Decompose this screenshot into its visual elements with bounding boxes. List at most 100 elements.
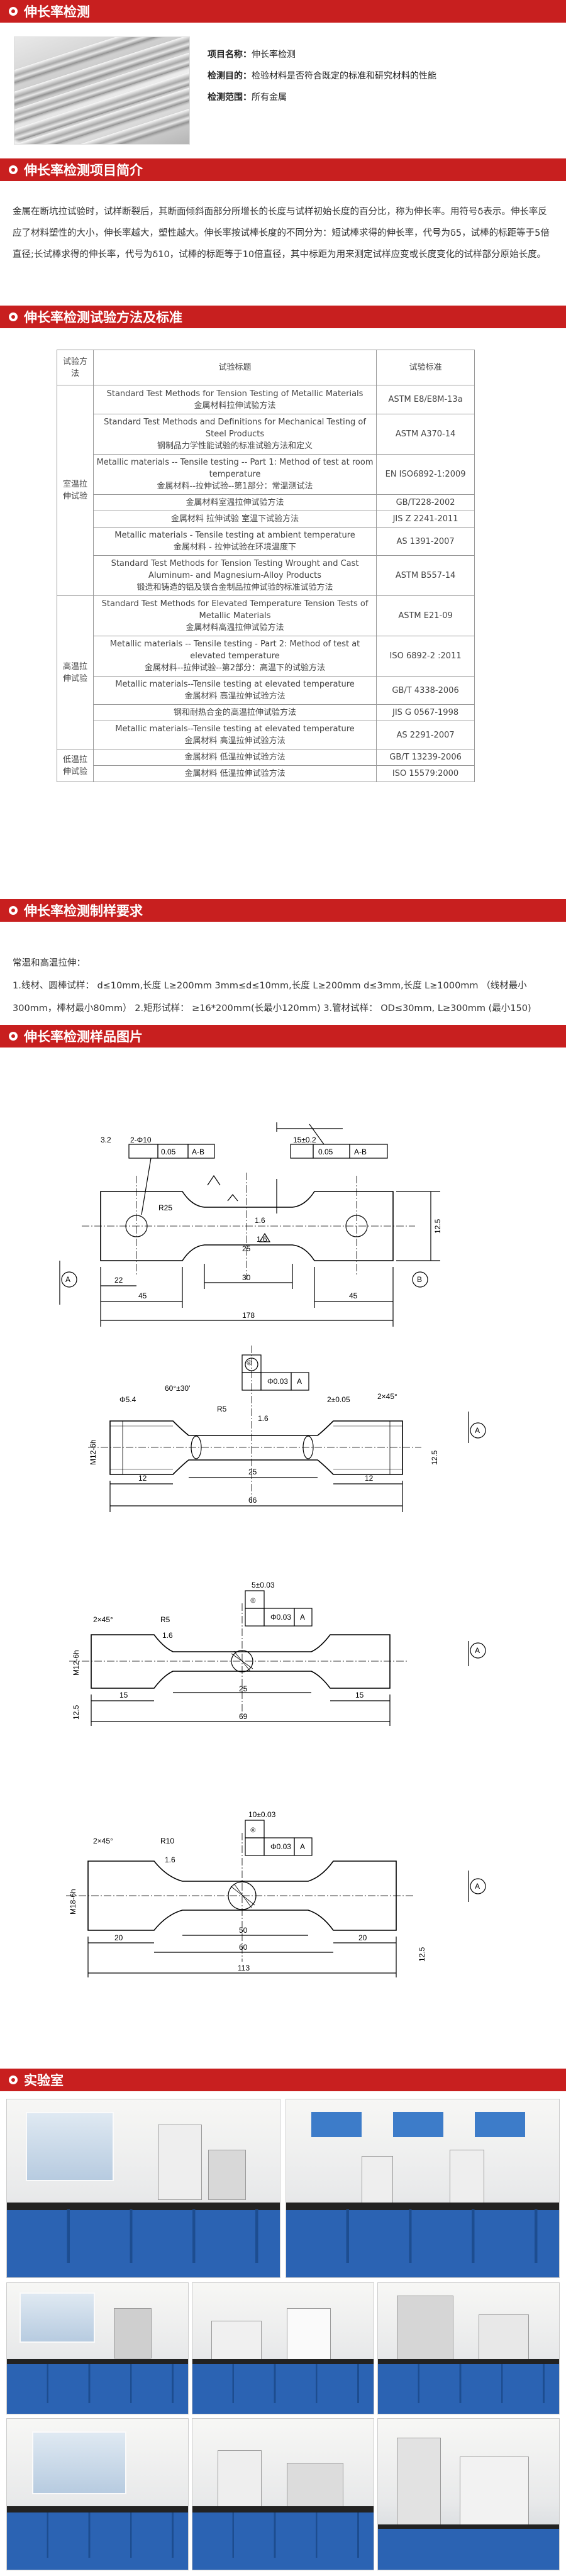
svg-text:20: 20 [114,1933,123,1942]
standard-cell: AS 2291-2007 [376,721,475,749]
section-header-elongation-test: 伸长率检测 [0,0,566,23]
svg-text:Φ5.4: Φ5.4 [119,1395,136,1404]
product-image-metal-rods [14,36,190,145]
title-en: Metallic materials - Tensile testing at … [114,531,355,540]
svg-text:◎: ◎ [250,1827,256,1833]
bullet-icon [9,906,18,915]
drawing-threaded-specimen-m18: 2×45° R10 10±0.03 ◎ Φ0.03 A 1.6 M18-6h 2… [66,1810,486,1977]
svg-text:R5: R5 [217,1405,227,1413]
title-cn: 金属材料拉伸试验方法 [194,401,276,411]
svg-text:R25: R25 [158,1203,172,1212]
title-cn: 金属材料 低温拉伸试验方法 [184,753,286,762]
table-header-cell: 试验标题 [92,350,377,385]
svg-text:60: 60 [239,1943,248,1952]
section-header-sample-requirements: 伸长率检测制样要求 [0,899,566,922]
section-title: 伸长率检测项目简介 [24,163,143,178]
title-cell: 金属材料 低温拉伸试验方法 [92,749,377,766]
svg-text:A: A [300,1842,305,1851]
title-cn: 金属材料 高温拉伸试验方法 [184,736,286,746]
info-label: 项目名称： [208,50,252,60]
lab-photo-4 [192,2282,374,2414]
svg-text:A-B: A-B [192,1147,204,1156]
standard-cell: AS 1391-2007 [376,527,475,556]
lab-photo-2 [286,2099,560,2278]
svg-text:12.5: 12.5 [418,1947,426,1962]
bullet-icon [9,7,18,16]
table-row: Standard Test Methods and Definitions fo… [57,414,475,455]
title-cn: 锻造和铸造的铝及镁合金制品拉伸试验的标准试验方法 [136,583,333,592]
svg-text:1.6: 1.6 [257,1235,267,1244]
svg-text:25: 25 [242,1244,251,1253]
method-cell: 低温拉伸试验 [57,749,94,782]
title-cell: 金属材料 低温拉伸试验方法 [92,765,377,782]
table-row: 高温拉伸试验 Standard Test Methods for Elevated… [57,595,475,749]
svg-text:1.6: 1.6 [165,1855,175,1864]
section-title: 伸长率检测样品图片 [24,1029,143,1044]
title-cell: Metallic materials -- Tensile testing --… [92,454,377,495]
svg-text:Φ0.03: Φ0.03 [270,1613,291,1622]
svg-text:A: A [65,1275,70,1284]
svg-text:12: 12 [138,1474,147,1483]
standard-cell: ISO 6892-2 :2011 [376,636,475,677]
svg-text:2×45°: 2×45° [377,1392,397,1401]
table-row: Standard Test Methods for Tension Testin… [57,555,475,596]
svg-text:0.05: 0.05 [161,1147,176,1156]
title-cell: Standard Test Methods for Tension Testin… [92,385,377,414]
standard-cell: JIS G 0567-1998 [376,704,475,721]
bullet-icon [9,1032,18,1041]
table-row: Metallic materials--Tensile testing at e… [57,721,475,749]
svg-text:Φ0.03: Φ0.03 [270,1842,291,1851]
svg-text:12.5: 12.5 [433,1219,442,1234]
specimen-drawings: 3.2 2-Φ10 0.05 A-B 15±0.2 0.05 A-B R25 1… [0,1069,566,2062]
table-row: Metallic materials - Tensile testing at … [57,527,475,556]
title-en: Standard Test Methods for Tension Testin… [106,389,363,399]
svg-text:M12-6h: M12-6h [89,1439,97,1465]
svg-text:1.6: 1.6 [255,1216,265,1225]
svg-text:A-B: A-B [354,1147,367,1156]
standard-cell: ASTM B557-14 [376,555,475,596]
method-cell: 高温拉伸试验 [57,595,94,749]
standard-cell: EN ISO6892-1:2009 [376,454,475,495]
title-cn: 钢和耐热合金的高温拉伸试验方法 [174,708,297,717]
section-header-laboratory: 实验室 [0,2069,566,2091]
svg-text:45: 45 [138,1291,147,1300]
title-cn: 金属材料--拉伸试验--第2部分：高温下的试验方法 [145,663,326,673]
title-cn: 金属材料--拉伸试验--第1部分：常温测试法 [157,482,313,491]
title-cell: Metallic materials--Tensile testing at e… [92,676,377,705]
lab-photo-6 [6,2418,189,2570]
svg-text:15±0.2: 15±0.2 [293,1136,316,1144]
drawing-threaded-specimen-m12-b: 2×45° R5 5±0.03 ◎ Φ0.03 A 1.6 M12-6h 15 … [69,1581,486,1726]
title-cell: 金属材料 拉伸试验 室温下试验方法 [92,511,377,528]
intro-paragraph: 金属在断坑拉试验时，试样断裂后，其断面倾斜面部分所增长的长度与试样初始长度的百分… [13,207,550,260]
standard-cell: ISO 15579:2000 [376,765,475,782]
table-row: Metallic materials--Tensile testing at e… [57,676,475,705]
svg-text:◎: ◎ [247,1359,252,1366]
svg-text:12: 12 [365,1474,374,1483]
title-en: Standard Test Methods for Elevated Tempe… [101,599,369,621]
svg-text:2×45°: 2×45° [93,1837,113,1845]
svg-text:20: 20 [358,1933,367,1942]
section-header-methods-standards: 伸长率检测试验方法及标准 [0,306,566,328]
product-info: 项目名称：伸长率检测 检测目的：检验材料是否符合既定的标准和研究材料的性能 检测… [208,44,436,108]
section-header-intro: 伸长率检测项目简介 [0,158,566,181]
svg-text:◎: ◎ [250,1597,256,1604]
svg-text:A: A [475,1646,480,1655]
info-label: 检测范围： [208,92,252,102]
standard-cell: GB/T 13239-2006 [376,749,475,766]
svg-text:M18-6h: M18-6h [69,1889,77,1915]
lab-photo-5 [377,2282,560,2414]
info-item-name: 项目名称：伸长率检测 [208,44,436,65]
title-en: Metallic materials -- Tensile testing --… [96,458,374,479]
lab-photo-3 [6,2282,189,2414]
table-header-cell: 试验方法 [57,350,94,385]
svg-text:A: A [475,1882,480,1891]
svg-text:3.2: 3.2 [101,1136,111,1144]
svg-text:2-Φ10: 2-Φ10 [130,1136,152,1144]
svg-text:M12-6h: M12-6h [72,1650,80,1676]
table-header-row: 试验方法 试验标题 试验标准 [57,350,475,385]
